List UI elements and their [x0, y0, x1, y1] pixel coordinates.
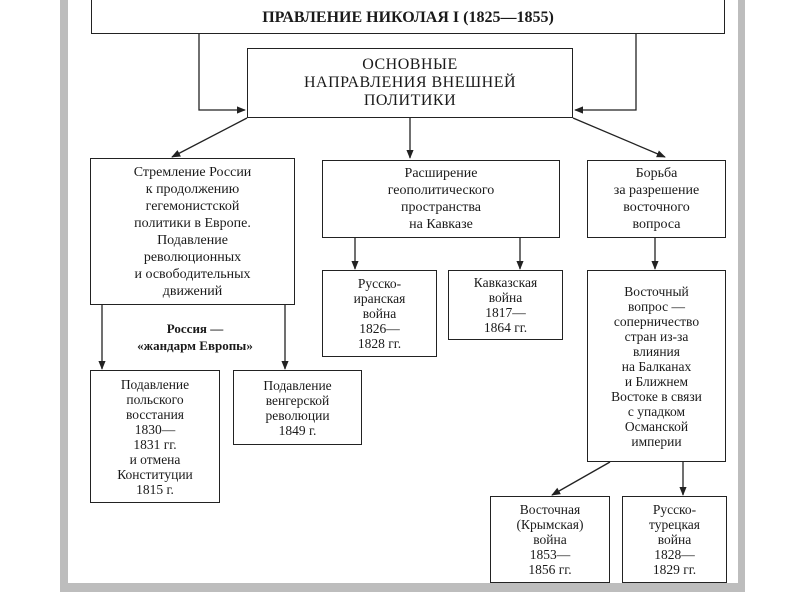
russo-turkish-war-box: Русско- турецкая война 1828— 1829 гг.: [622, 496, 727, 583]
eastern-question-box: Восточный вопрос — соперничество стран и…: [587, 270, 726, 462]
hungarian-revolution-box: Подавление венгерской революции 1849 г.: [233, 370, 362, 445]
arrow-title-left: [198, 34, 246, 114]
arrow-main-eastern: [572, 117, 666, 158]
eastern-direction-box: Борьба за разрешение восточного вопроса: [587, 160, 726, 238]
main-directions-box: ОСНОВНЫЕ НАПРАВЛЕНИЯ ВНЕШНЕЙ ПОЛИТИКИ: [247, 48, 573, 118]
polish-uprising-box: Подавление польского восстания 1830— 183…: [90, 370, 220, 503]
caucasian-war-box: Кавказская война 1817— 1864 гг.: [448, 270, 563, 340]
arrow-main-europe: [171, 117, 248, 158]
caucasus-direction-box: Расширение геополитического пространства…: [322, 160, 560, 238]
crimean-war-box: Восточная (Крымская) война 1853— 1856 гг…: [490, 496, 610, 583]
persian-war-box: Русско- иранская война 1826— 1828 гг.: [322, 270, 437, 357]
arrow-title-right: [574, 34, 637, 114]
europe-direction-box: Стремление России к продолжению гегемони…: [90, 158, 295, 305]
arrow-question-crimean: [551, 461, 611, 496]
title-box: ПРАВЛЕНИЕ НИКОЛАЯ I (1825—1855): [91, 0, 725, 34]
gendarme-label: Россия — «жандарм Европы»: [137, 321, 253, 353]
